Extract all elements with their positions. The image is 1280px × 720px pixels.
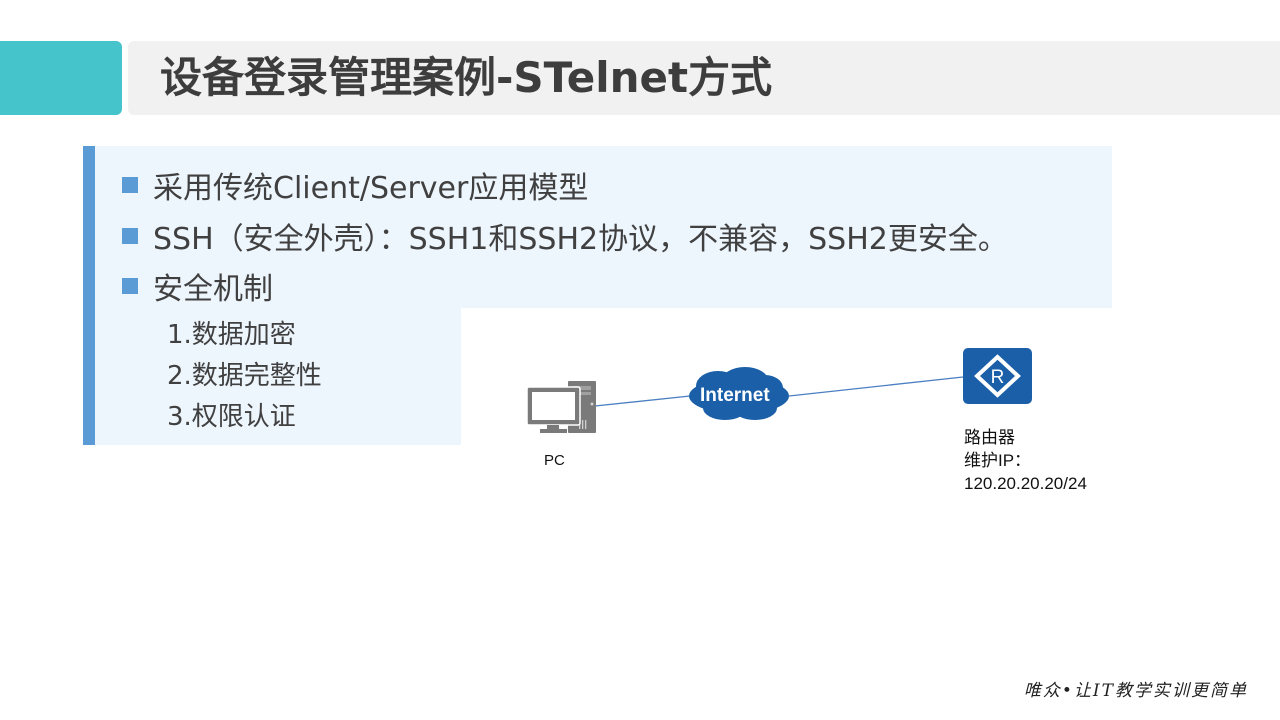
- internet-label: Internet: [700, 385, 770, 406]
- content-panel-top: [83, 146, 1112, 308]
- router-label: 路由器: [964, 428, 1015, 447]
- bullet-text: SSH（安全外壳）：SSH1和SSH2协议，不兼容，SSH2更安全。: [153, 222, 1008, 257]
- sub-item: 1.数据加密: [167, 320, 296, 350]
- square-bullet-icon: [122, 177, 138, 193]
- bullet-item: SSH（安全外壳）：SSH1和SSH2协议，不兼容，SSH2更安全。: [122, 214, 1008, 258]
- sub-item: 3.权限认证: [167, 402, 296, 432]
- footer-slogan: 唯众•让IT教学实训更简单: [1023, 681, 1248, 701]
- content-panel-bottom: [83, 308, 461, 445]
- pc-label: PC: [544, 452, 565, 469]
- sub-item: 2.数据完整性: [167, 361, 322, 391]
- square-bullet-icon: [122, 278, 138, 294]
- svg-text:R: R: [991, 367, 1005, 388]
- title-accent-block: [0, 41, 122, 115]
- router-icon: R: [963, 348, 1032, 404]
- title-bar: 设备登录管理案例-STelnet方式: [128, 41, 1280, 115]
- bullet-item: 采用传统Client/Server应用模型: [122, 163, 588, 207]
- router-ip-label: 维护IP：: [964, 451, 1032, 470]
- bullet-text: 安全机制: [153, 272, 273, 307]
- router-ip-value: 120.20.20.20/24: [964, 474, 1087, 493]
- page-title: 设备登录管理案例-STelnet方式: [160, 53, 773, 102]
- desktop-computer-icon: [526, 381, 596, 433]
- link-internet-router: [788, 376, 964, 397]
- bullet-text: 采用传统Client/Server应用模型: [153, 171, 589, 206]
- square-bullet-icon: [122, 228, 138, 244]
- bullet-item: 安全机制: [122, 264, 273, 308]
- link-pc-internet: [594, 395, 691, 407]
- router-info: 路由器 维护IP： 120.20.20.20/24: [964, 426, 1087, 495]
- content-left-bar: [83, 146, 95, 445]
